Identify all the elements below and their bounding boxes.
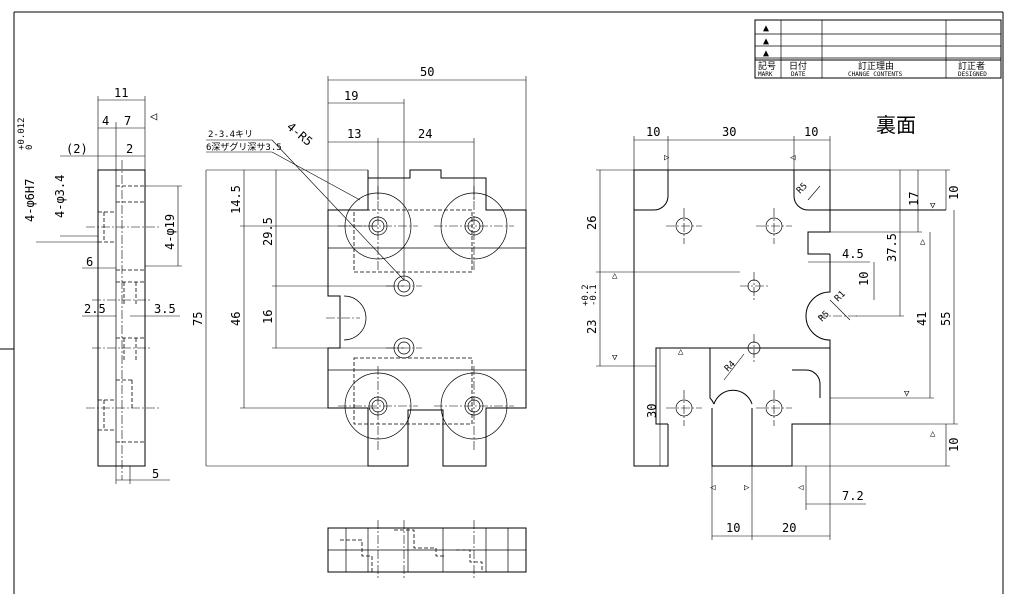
- note-drill: 2-3.4キリ: [208, 130, 253, 140]
- date-label-jp: 日付: [789, 61, 807, 72]
- change-label-en: CHANGE CONTENTS: [848, 71, 903, 78]
- dim-side-4: 4: [102, 114, 109, 128]
- surface-mark-back-3: △: [612, 271, 618, 281]
- radius-r5-top: R5: [795, 181, 810, 196]
- dim-back-7-2: 7.2: [842, 489, 864, 503]
- bottom-view: [327, 520, 527, 580]
- radius-r1: R1: [833, 289, 848, 304]
- callout-phi3-4: 4-φ3.4: [53, 175, 67, 218]
- dim-back-55: 55: [939, 312, 953, 326]
- front-view: 50 19 13 24 75 14.5 29.5 46 16 2-3.4キリ 6…: [191, 65, 527, 467]
- dim-front-24: 24: [418, 127, 432, 141]
- surface-mark-back-11: ▷: [744, 483, 750, 493]
- rev-mark-3: ▲: [763, 48, 769, 59]
- surface-mark-back-6: ▽: [930, 201, 936, 211]
- dim-back-20: 20: [782, 521, 796, 535]
- dim-side-paren-2: (2): [66, 142, 88, 156]
- surface-mark-back-5: △: [678, 347, 684, 357]
- designer-label-jp: 訂正者: [958, 60, 985, 72]
- mark-label-en: MARK: [758, 71, 773, 78]
- surface-mark-back-4: ▽: [612, 353, 618, 363]
- dim-side-2-5: 2.5: [84, 302, 106, 316]
- note-4-r5: 4-R5: [284, 120, 315, 149]
- callout-phi19: 4-φ19: [163, 214, 177, 250]
- revision-block: ▲ ▲ ▲ 記号 MARK 日付 DATE 訂正理由 CHANGE CONTEN…: [754, 19, 1002, 79]
- surface-mark-back-2: ◁: [790, 153, 796, 163]
- dim-front-46: 46: [229, 312, 243, 326]
- dim-back-17: 17: [907, 192, 921, 206]
- dim-back-30-left: 30: [645, 404, 659, 418]
- dim-front-13: 13: [347, 127, 361, 141]
- dim-front-50: 50: [420, 65, 434, 79]
- dim-side-5: 5: [152, 467, 159, 481]
- callout-phi6h7: 4-φ6H7: [23, 179, 37, 222]
- back-view: 裏面: [581, 113, 961, 540]
- callout-tol-upper: +0.012: [17, 117, 27, 150]
- dim-back-23: 23: [585, 320, 599, 334]
- dim-back-10-bottom-right: 10: [947, 438, 961, 452]
- dim-back-37-5: 37.5: [885, 233, 899, 262]
- back-view-label: 裏面: [876, 113, 916, 137]
- dim-back-10-bottom: 10: [726, 521, 740, 535]
- dim-back-10-left: 10: [646, 125, 660, 139]
- date-label-en: DATE: [791, 71, 806, 78]
- dim-back-10-mid: 10: [857, 272, 871, 286]
- dim-side-7: 7: [124, 114, 131, 128]
- surface-mark-back-8: ▽: [904, 389, 910, 399]
- change-label-jp: 訂正理由: [858, 60, 894, 72]
- surface-mark-back-7: △: [920, 237, 926, 247]
- callout-tol-lower: 0: [25, 145, 35, 150]
- surface-mark-back-12: ◁: [798, 483, 804, 493]
- dim-back-30-top: 30: [722, 125, 736, 139]
- radius-r4: R4: [723, 359, 738, 374]
- surface-mark-back-10: ◁: [710, 483, 716, 493]
- dim-front-29-5: 29.5: [261, 217, 275, 246]
- radius-r5-slot: R5: [817, 309, 832, 324]
- dim-front-14-5: 14.5: [229, 185, 243, 214]
- dim-front-16: 16: [261, 310, 275, 324]
- rev-mark-2: ▲: [763, 36, 769, 47]
- surface-mark: ◁: [149, 109, 157, 123]
- surface-mark-back-9: △: [930, 429, 936, 439]
- dim-front-19: 19: [344, 89, 358, 103]
- dim-side-6: 6: [86, 255, 93, 269]
- mark-label-jp: 記号: [758, 60, 776, 72]
- dim-side-2: 2: [126, 142, 133, 156]
- dim-back-10-right: 10: [804, 125, 818, 139]
- dim-side-3-5: 3.5: [154, 302, 176, 316]
- dim-side-11: 11: [114, 86, 128, 100]
- note-counterbore: 6深ザグリ深サ3.5: [206, 141, 282, 153]
- dim-front-75: 75: [191, 312, 205, 326]
- dim-back-41: 41: [915, 312, 929, 326]
- dim-back-26: 26: [585, 216, 599, 230]
- side-view: 11 4 7 ◁ 2 (2) 4-φ6H7 +0.012 0 4-φ3.4 4-…: [17, 86, 182, 484]
- surface-mark-back-1: ▷: [664, 153, 670, 163]
- dim-back-tol-upper: +0.2: [581, 284, 591, 306]
- rev-mark-1: ▲: [763, 23, 769, 34]
- designer-label-en: DESIGNED: [958, 71, 987, 78]
- dim-back-tol-lower: -0.1: [589, 284, 599, 306]
- dim-back-4-5: 4.5: [842, 247, 864, 261]
- dim-back-10-top-right: 10: [947, 186, 961, 200]
